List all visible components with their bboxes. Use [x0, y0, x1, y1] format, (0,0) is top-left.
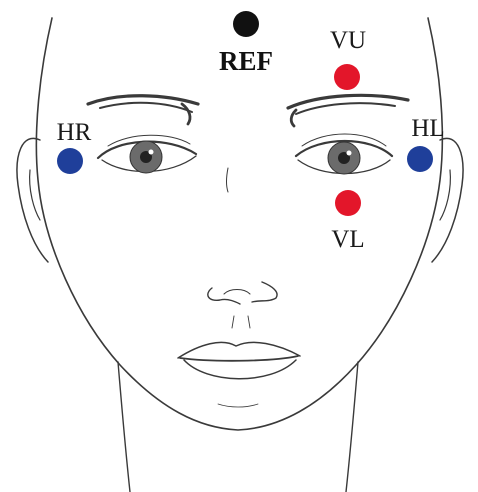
hr-electrode-dot [57, 148, 83, 174]
philtrum-right [248, 316, 250, 328]
nose-left-nostril [208, 288, 240, 304]
left-eye-highlight [347, 151, 352, 156]
vu-electrode-dot [334, 64, 360, 90]
hl-label: HL [411, 115, 444, 142]
nose-center [224, 290, 250, 295]
lower-lip [184, 360, 296, 379]
neck-left-line [118, 362, 130, 492]
vu-label: VU [330, 27, 366, 54]
vl-label: VL [331, 226, 364, 253]
ref-electrode-dot [233, 11, 259, 37]
head-outline [36, 18, 442, 430]
left-eyebrow-lower [296, 103, 395, 114]
hl-electrode-dot [407, 146, 433, 172]
right-eyebrow-tail [182, 104, 190, 124]
nose-right-nostril [252, 282, 277, 302]
ref-label: REF [219, 46, 273, 76]
hr-label: HR [57, 119, 92, 146]
nose-bridge-line [227, 168, 229, 192]
upper-lip [178, 342, 300, 358]
right-eyebrow-lower [100, 103, 192, 112]
philtrum-left [232, 316, 234, 328]
vl-electrode-dot [335, 190, 361, 216]
left-ear-inner [440, 170, 450, 220]
lip-line [180, 356, 298, 361]
neck-right-line [346, 362, 358, 492]
chin-hint [218, 404, 258, 407]
left-eyebrow-tail [291, 110, 296, 126]
right-eye-highlight [149, 150, 154, 155]
